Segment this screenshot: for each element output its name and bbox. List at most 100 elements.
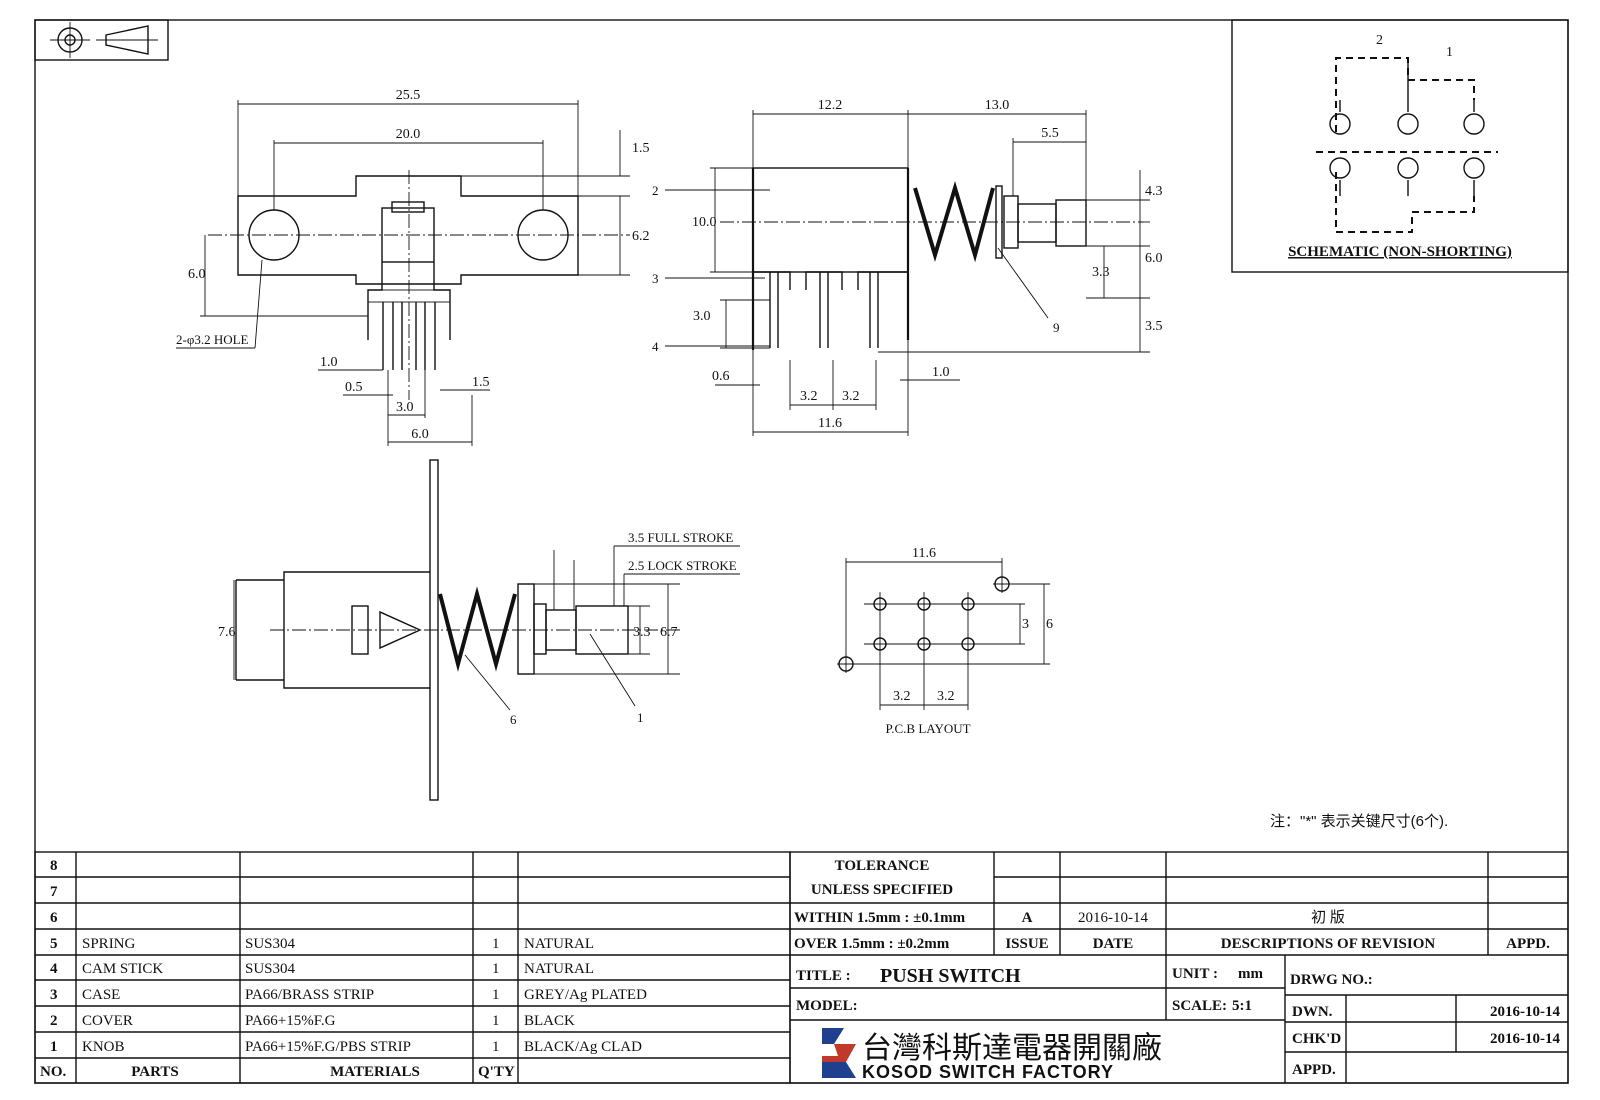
- title-block: TOLERANCE UNLESS SPECIFIED WITHIN 1.5mm …: [789, 851, 1569, 1084]
- model-label: MODEL:: [796, 998, 858, 1014]
- callout-1: 1: [637, 710, 644, 725]
- scale-label: SCALE:: [1172, 998, 1227, 1014]
- schematic-label-2: 2: [1376, 33, 1383, 48]
- callout-2: 2: [652, 183, 659, 198]
- top-view: 25.5 20.0 1.5 6.2 6.0 1.0 0.5 1.5 3.0 6.…: [176, 88, 650, 446]
- row-4-part: CAM STICK: [82, 961, 163, 977]
- spring-front: [438, 586, 517, 672]
- dim-3-2-pcb-a: 3.2: [893, 689, 911, 704]
- chkd-label: CHK'D: [1292, 1031, 1341, 1047]
- descriptions-label: DESCRIPTIONS OF REVISION: [1221, 936, 1436, 952]
- dim-3-5-side: 3.5: [1145, 319, 1163, 334]
- row-5-material: SUS304: [245, 936, 296, 952]
- row-1-no: 1: [50, 1039, 58, 1055]
- dim-6-0-bottom: 6.0: [411, 427, 429, 442]
- row-1-qty: 1: [492, 1039, 500, 1055]
- company-logo-icon: [822, 1028, 856, 1078]
- appd-label: APPD.: [1506, 936, 1550, 952]
- dim-3-pcb: 3: [1022, 617, 1029, 632]
- dim-5-5: 5.5: [1041, 126, 1059, 141]
- hole-note: 2-φ3.2 HOLE: [176, 332, 249, 347]
- projection-symbol: [34, 19, 169, 61]
- title-label: TITLE :: [796, 968, 851, 984]
- dim-13-0: 13.0: [985, 98, 1010, 113]
- drwg-no-label: DRWG NO.:: [1290, 972, 1373, 988]
- appd2-label: APPD.: [1292, 1062, 1336, 1078]
- dim-7-6: 7.6: [218, 625, 236, 640]
- dim-11-6-pcb: 11.6: [912, 546, 936, 561]
- row-2-finish: BLACK: [524, 1013, 575, 1029]
- schematic: 2 1 SCHEMATIC (NON-SHORTING): [1231, 19, 1569, 273]
- header-parts: PARTS: [131, 1064, 179, 1080]
- callout-6: 6: [510, 712, 517, 727]
- row-5-qty: 1: [492, 936, 500, 952]
- row-2-no: 2: [50, 1013, 58, 1029]
- dim-1-5-pin: 1.5: [472, 375, 490, 390]
- front-view: 7.6 3.3 6.7 3.5 FULL STROKE 2.5 LOCK STR…: [218, 459, 740, 801]
- row-1-finish: BLACK/Ag CLAD: [524, 1039, 642, 1055]
- row-2-qty: 1: [492, 1013, 500, 1029]
- dim-25-5: 25.5: [396, 88, 421, 103]
- dim-1-0-side: 1.0: [932, 365, 950, 380]
- issue-value: A: [1022, 910, 1033, 926]
- row-4-no: 4: [50, 961, 58, 977]
- tolerance-within: WITHIN 1.5mm : ±0.1mm: [794, 910, 966, 926]
- row-3-qty: 1: [492, 987, 500, 1003]
- dim-6-7: 6.7: [660, 625, 678, 640]
- dim-12-2: 12.2: [818, 98, 843, 113]
- dim-4-3: 4.3: [1145, 184, 1163, 199]
- header-qty: Q'TY: [478, 1064, 515, 1080]
- dim-3-3-side: 3.3: [1092, 265, 1110, 280]
- side-view: 12.2 13.0 5.5 4.3 10.0 6.0 3.3 3.0 3.5 0…: [652, 98, 1163, 436]
- tolerance-over: OVER 1.5mm : ±0.2mm: [794, 936, 950, 952]
- header-materials: MATERIALS: [330, 1064, 420, 1080]
- callout-3: 3: [652, 271, 659, 286]
- spring: [913, 181, 995, 263]
- row-1-part: KNOB: [82, 1039, 125, 1055]
- dim-3-0-side: 3.0: [693, 309, 711, 324]
- row-5-finish: NATURAL: [524, 936, 594, 952]
- callout-4: 4: [652, 339, 659, 354]
- row-4-finish: NATURAL: [524, 961, 594, 977]
- schematic-label-1: 1: [1446, 45, 1453, 60]
- row-4-qty: 1: [492, 961, 500, 977]
- tolerance-title: TOLERANCE: [835, 858, 930, 874]
- dim-6-0-left: 6.0: [188, 267, 206, 282]
- full-stroke-note: 3.5 FULL STROKE: [628, 530, 733, 545]
- row-5-no: 5: [50, 936, 58, 952]
- dim-3-3-front: 3.3: [633, 625, 651, 640]
- dim-10-0: 10.0: [692, 215, 717, 230]
- schematic-caption: SCHEMATIC (NON-SHORTING): [1288, 244, 1512, 260]
- row-3-part: CASE: [82, 987, 120, 1003]
- dim-6-pcb: 6: [1046, 617, 1053, 632]
- row-6-no: 6: [50, 910, 58, 926]
- row-8-no: 8: [50, 858, 58, 874]
- pcb-holes: [837, 575, 1011, 673]
- revision-date: 2016-10-14: [1078, 910, 1148, 926]
- row-3-finish: GREY/Ag PLATED: [524, 987, 647, 1003]
- issue-label: ISSUE: [1005, 936, 1048, 952]
- row-3-material: PA66/BRASS STRIP: [245, 987, 374, 1003]
- row-2-material: PA66+15%F.G: [245, 1013, 336, 1029]
- company-name-cn: 台灣科斯達電器開關廠: [862, 1032, 1162, 1065]
- dim-3-0-top: 3.0: [396, 400, 414, 415]
- date-label: DATE: [1093, 936, 1134, 952]
- dim-20-0: 20.0: [396, 127, 421, 142]
- row-3-no: 3: [50, 987, 58, 1003]
- row-7-no: 7: [50, 884, 58, 900]
- dim-1-0-top: 1.0: [320, 355, 338, 370]
- dwn-label: DWN.: [1292, 1004, 1333, 1020]
- header-no: NO.: [40, 1064, 67, 1080]
- row-5-part: SPRING: [82, 936, 136, 952]
- pcb-caption: P.C.B LAYOUT: [885, 721, 970, 736]
- dim-3-2-a: 3.2: [800, 389, 818, 404]
- parts-list: 8 7 6 5 SPRING SUS304 1 NATURAL 4 CAM ST…: [34, 851, 791, 1084]
- row-1-material: PA66+15%F.G/PBS STRIP: [245, 1039, 411, 1055]
- pcb-layout: 11.6 3 6 3.2 3.2 P.C.B LAYOUT: [837, 546, 1053, 736]
- company-name-en: KOSOD SWITCH FACTORY: [862, 1062, 1114, 1082]
- dim-11-6-side: 11.6: [818, 416, 842, 431]
- dim-6-0-side: 6.0: [1145, 251, 1163, 266]
- row-4-material: SUS304: [245, 961, 296, 977]
- dim-0-6: 0.6: [712, 369, 730, 384]
